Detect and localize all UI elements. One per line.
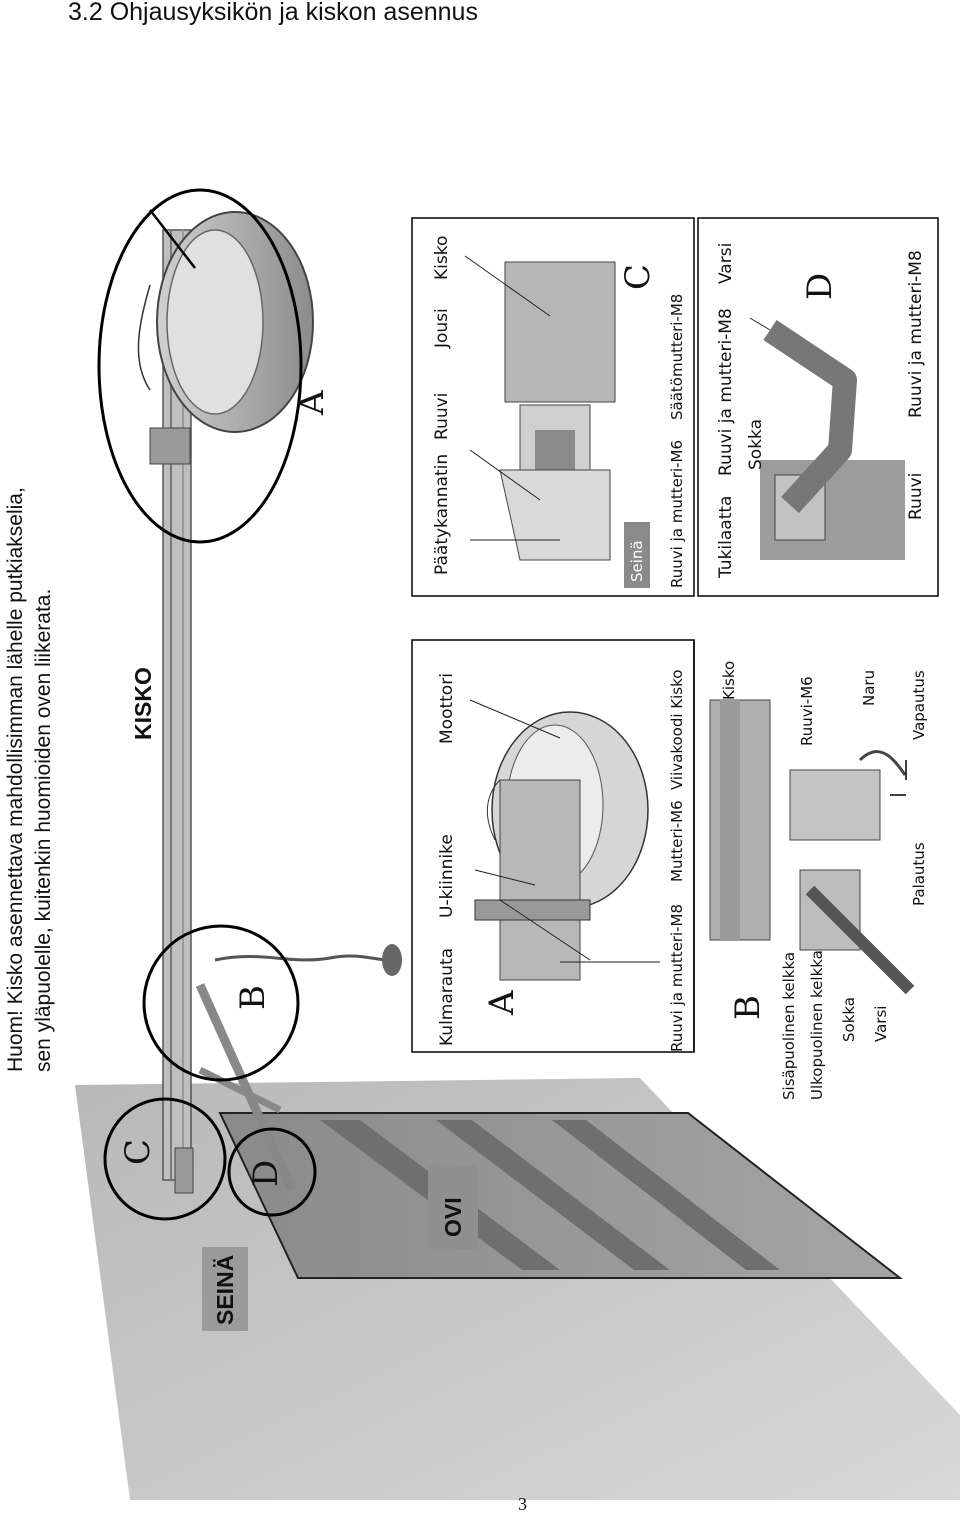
panel-c-label-jousi: Jousi — [432, 308, 452, 348]
panel-d-label-tukilaatta: Tukilaatta — [716, 495, 736, 578]
panel-a-letter: A — [482, 990, 522, 1015]
panel-c-label-ruuvi: Ruuvi — [432, 392, 452, 440]
panel-b-label-vapautus: Vapautus — [910, 670, 928, 740]
panel-b-label-ulkopuolinen-kelkka: Ulkopuolinen kelkka — [808, 950, 826, 1100]
panel-b-label-sokka: Sokka — [840, 997, 858, 1042]
panel-b-letter: B — [728, 995, 768, 1020]
panel-c-label-kisko: Kisko — [432, 235, 452, 280]
panel-c-label-ruuvi-mutteri-m6: Ruuvi ja mutteri-M6 — [668, 439, 686, 588]
ovi-label-box: OVI — [428, 1165, 478, 1249]
panel-a-label-mutteri-m6: Mutteri-M6 — [668, 800, 686, 882]
callout-circle-d — [227, 1127, 317, 1217]
panel-b-label-kisko: Kisko — [720, 660, 738, 700]
panel-b-label-naru: Naru — [860, 669, 878, 706]
panel-d-label-sokka: Sokka — [746, 419, 766, 470]
panel-d-label-varsi: Varsi — [716, 242, 736, 284]
ovi-label: OVI — [440, 1197, 466, 1237]
callout-letter-b: B — [233, 985, 273, 1010]
panel-c-label-saatomutteri-m8: Säätömutteri-M8 — [668, 293, 686, 420]
callout-letter-a: A — [292, 390, 332, 415]
panel-d-letter: D — [800, 272, 840, 300]
panel-d-label-ruuvi: Ruuvi — [906, 472, 926, 520]
panel-b-label-palautus: Palautus — [910, 842, 928, 906]
callout-letter-d: D — [246, 1159, 286, 1187]
panel-d-label-ruuvi-mutteri-m8-bottom: Ruuvi ja mutteri-M8 — [906, 250, 926, 418]
panel-b-label-ruuvi-m6: Ruuvi-M6 — [798, 676, 816, 746]
panel-a-label-moottori: Moottori — [437, 673, 457, 744]
callout-circle-a — [97, 188, 303, 544]
page-number: 3 — [518, 1494, 527, 1514]
panel-b-label-varsi: Varsi — [872, 1005, 890, 1042]
panel-d-label-ruuvi-mutteri-m8-top: Ruuvi ja mutteri-M8 — [716, 308, 736, 476]
seina-label: SEINÄ — [212, 1254, 238, 1325]
kisko-label: KISKO — [130, 667, 156, 740]
seina-label-box: SEINÄ — [202, 1247, 248, 1331]
panel-a-label-viivakoodi-kisko: Viivakoodi Kisko — [668, 669, 686, 790]
panel-a-label-u-kiinnike: U-kiinnike — [437, 834, 457, 918]
panel-c-label-paatykannatin: Päätykannatin — [432, 453, 452, 575]
callout-circle-b — [142, 924, 300, 1082]
panel-c-label-seina: Seinä — [628, 540, 646, 582]
panel-c-letter: C — [618, 263, 658, 290]
panel-c-wall-tag: Seinä — [624, 522, 650, 588]
page-title: 3.2 Ohjausyksikön ja kiskon asennus — [68, 0, 478, 26]
callout-circle-c — [103, 1097, 227, 1221]
panel-a-label-kulmarauta: Kulmarauta — [437, 947, 457, 1046]
panel-b-label-sisapuolinen-kelkka: Sisäpuolinen kelkka — [780, 951, 798, 1100]
callout-letter-c: C — [118, 1138, 158, 1165]
panel-a-label-ruuvi-mutteri-m8: Ruuvi ja mutteri-M8 — [668, 903, 686, 1052]
